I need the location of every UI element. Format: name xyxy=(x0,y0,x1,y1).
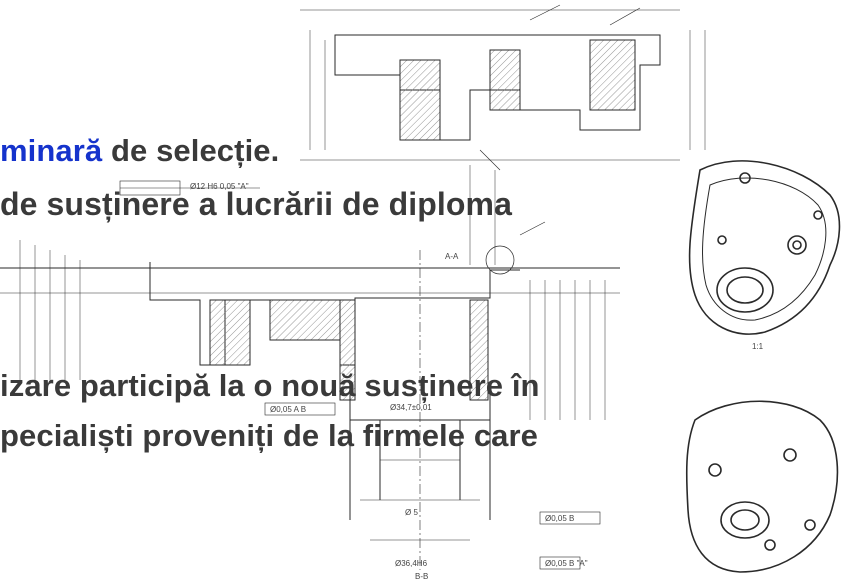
slide-line-2: de susținere a lucrării de diploma xyxy=(0,186,513,222)
slide-line-1: minară de selecție. xyxy=(0,133,279,169)
dimension-label-6: Ø12 H6 0,05 "A" xyxy=(190,182,249,191)
dimension-label-1: Ø34,7±0,01 xyxy=(390,403,432,412)
view-label-bottom: B-B xyxy=(415,572,429,581)
isometric-part-lower xyxy=(685,400,839,573)
slide-line-1-accent: minară xyxy=(0,133,103,168)
dimension-label-5: Ø36,4H6 xyxy=(395,559,428,568)
slide-line-4: pecialiști proveniți de la firmele care xyxy=(0,418,539,453)
slide-line-3: izare participă la o nouă susținere în xyxy=(0,368,540,403)
slide-line-1-rest: de selecție. xyxy=(102,133,280,168)
dimension-label-2: Ø0,05 A B xyxy=(270,405,307,414)
isometric-part-upper xyxy=(688,160,841,335)
dimension-label-7: Ø0,05 B "A" xyxy=(545,559,588,568)
view-label-top: A-A xyxy=(445,252,459,261)
dimension-label-4: Ø0,05 B xyxy=(545,514,575,523)
top-section-view xyxy=(300,4,706,171)
dimension-label-3: Ø 5 xyxy=(405,508,418,517)
iso-caption: 1:1 xyxy=(752,342,764,351)
main-section-view xyxy=(0,165,620,570)
